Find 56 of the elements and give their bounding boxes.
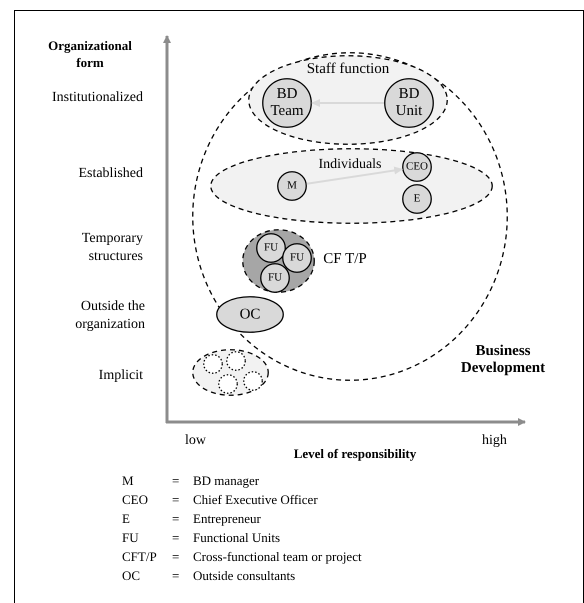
axis-end-label: high [482, 432, 508, 450]
equals-sign: = [172, 492, 180, 509]
dashed-ellipse [192, 349, 269, 396]
arrow [306, 166, 404, 185]
dotted-circle [226, 351, 246, 371]
abbreviation: M [122, 473, 134, 490]
circle [402, 152, 432, 182]
node-label: FU [262, 242, 280, 254]
axis-category: Established [77, 165, 143, 183]
axis-category: Temporary structures [80, 230, 143, 266]
circle [384, 78, 434, 128]
axis-end-label: low [185, 432, 207, 450]
equals-sign: = [172, 511, 180, 528]
abbreviation: E [122, 511, 130, 528]
node-label: M [286, 180, 298, 192]
node-label: FU [266, 272, 284, 284]
equals-sign: = [172, 473, 180, 490]
equals-sign: = [172, 549, 180, 566]
equals-sign: = [172, 530, 180, 547]
dashed-ellipse [210, 148, 493, 224]
dotted-circle [203, 354, 223, 374]
definition: Entrepreneur [193, 511, 261, 528]
equals-sign: = [172, 568, 180, 585]
node-label: BD Unit [394, 86, 424, 120]
abbreviation: CFT/P [122, 549, 157, 566]
circle [402, 184, 432, 214]
axis-category: Institutionalized [51, 89, 143, 107]
circle [256, 233, 286, 263]
definition: Outside consultants [193, 568, 296, 585]
node-label: Business Development [460, 343, 546, 378]
circle [282, 243, 312, 273]
circle [260, 263, 290, 293]
axis-category: Outside the organization [74, 298, 145, 334]
dotted-circle [243, 371, 263, 391]
arrow [311, 99, 384, 107]
abbreviation: FU [122, 530, 139, 547]
node-label: OC [238, 306, 262, 324]
circle [277, 171, 307, 201]
definition: Cross-functional team or project [193, 549, 362, 566]
axis-category: Implicit [98, 367, 143, 385]
definition: BD manager [193, 473, 260, 490]
axis-title: Organizational form [47, 38, 133, 72]
dotted-circle [218, 374, 238, 394]
abbreviation: CEO [122, 492, 148, 509]
node-label: E [412, 192, 422, 206]
abbreviation: OC [122, 568, 140, 585]
node-label: CEO [405, 160, 429, 174]
definition: Functional Units [193, 530, 280, 547]
dashed-ellipse [248, 55, 448, 145]
circle [262, 78, 312, 128]
node-label: BD Team [269, 86, 305, 120]
definition: Chief Executive Officer [193, 492, 318, 509]
node-label: Staff function [306, 61, 390, 78]
node-label: CF T/P [322, 251, 368, 268]
axis-title: Level of responsibility [292, 446, 418, 463]
node-label: FU [288, 252, 306, 264]
